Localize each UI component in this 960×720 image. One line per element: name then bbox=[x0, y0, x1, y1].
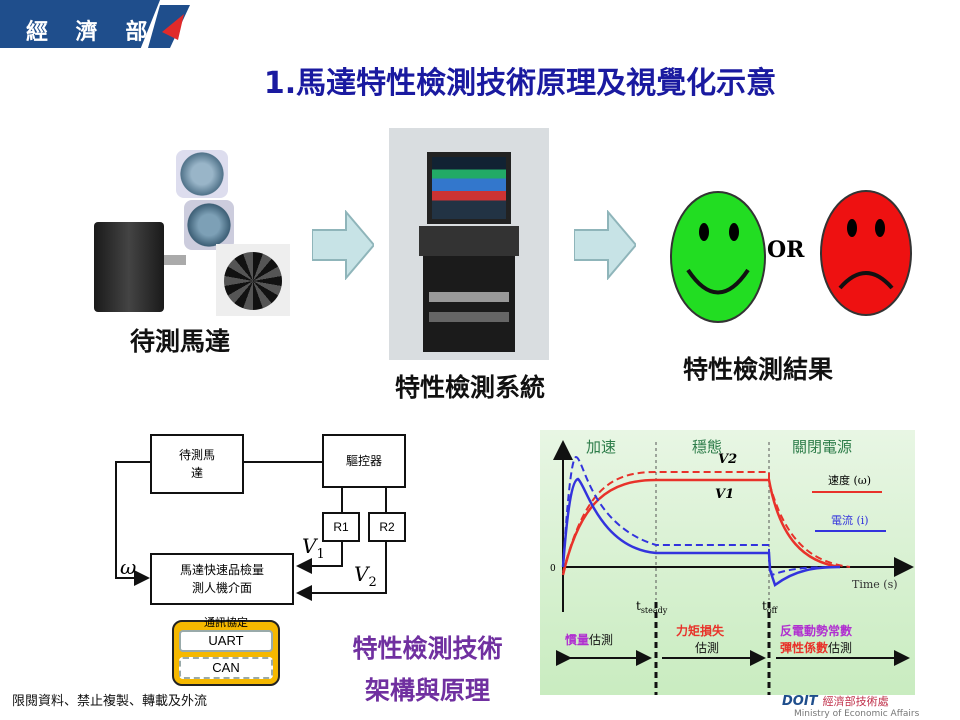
zero-label: 0 bbox=[550, 564, 556, 574]
happy-face-icon bbox=[670, 191, 766, 323]
protocol-title: 通訊協定 bbox=[204, 616, 248, 629]
driver-box: 驅控器 bbox=[322, 434, 406, 488]
right-arrow-icon bbox=[574, 210, 636, 280]
test-system-photo bbox=[389, 128, 549, 360]
legend-current: 電流 (i) bbox=[831, 513, 869, 527]
speed-v1-curve bbox=[561, 478, 841, 576]
speed-v2-curve bbox=[562, 471, 851, 573]
ministry-brand: 經 濟 部 bbox=[0, 0, 160, 48]
right-arrow-icon bbox=[312, 210, 374, 280]
confidential-notice: 限閱資料、禁止複製、轉載及外流 bbox=[12, 694, 208, 709]
resistor-r2-box: R2 bbox=[368, 512, 406, 542]
legend-speed: 速度 (ω) bbox=[828, 473, 871, 487]
motor-images bbox=[92, 140, 292, 320]
result-caption: 特性檢測結果 bbox=[683, 355, 834, 384]
or-label: OR bbox=[767, 237, 805, 263]
current-v1-curve bbox=[561, 477, 841, 588]
diagram-wires bbox=[115, 461, 387, 601]
bemf-constant-estimate: 反電動勢常數 bbox=[780, 623, 852, 638]
protocol-uart: UART bbox=[179, 630, 273, 652]
fan-image bbox=[176, 150, 228, 198]
phase-label: 關閉電源 bbox=[792, 438, 852, 456]
fan-image bbox=[184, 200, 234, 250]
phase-label: 加速 bbox=[586, 438, 616, 456]
motor-caption: 待測馬達 bbox=[130, 327, 231, 356]
torque-loss-estimate-suffix: 估測 bbox=[695, 641, 719, 655]
blower-image bbox=[216, 244, 290, 316]
v1-label: V1 bbox=[302, 534, 325, 562]
v2-curve-label: V2 bbox=[718, 452, 737, 467]
v1-curve-label: V1 bbox=[715, 487, 734, 502]
servo-motor-image bbox=[94, 222, 164, 312]
spring-constant-estimate: 彈性係數估測 bbox=[780, 640, 852, 655]
v2-label: V2 bbox=[354, 562, 377, 590]
doit-logo: DOIT 經濟部技術處 Ministry of Economic Affairs bbox=[782, 694, 920, 719]
current-v2-curve bbox=[562, 455, 841, 577]
moea-logo-icon bbox=[148, 5, 190, 48]
system-caption: 特性檢測系統 bbox=[395, 373, 546, 402]
tech-caption: 特性檢測技術架構與原理 bbox=[352, 634, 503, 705]
hmi-box: 馬達快速品檢量 測人機介面 bbox=[150, 553, 294, 605]
phase-label: 穩態 bbox=[692, 438, 722, 456]
motor-under-test-box: 待測馬 達 bbox=[150, 434, 244, 494]
sad-face-icon bbox=[820, 190, 912, 316]
omega-label: ω bbox=[120, 555, 137, 579]
protocol-can: CAN bbox=[179, 657, 273, 679]
protocol-panel: 通訊協定 UART CAN bbox=[172, 616, 280, 686]
x-axis-label: Time (s) bbox=[852, 578, 898, 591]
torque-loss-estimate: 力矩損失 bbox=[676, 623, 725, 638]
motor-response-chart: 加速 穩態 關閉電源 V2 V1 速度 (ω) 電流 (i) 0 Time (s… bbox=[540, 430, 915, 695]
page-title: 1.馬達特性檢測技術原理及視覺化示意 bbox=[263, 66, 777, 101]
inertia-estimate: 慣量估測 bbox=[564, 632, 613, 647]
resistor-r1-box: R1 bbox=[322, 512, 360, 542]
toff-label: toff bbox=[762, 599, 779, 615]
tsteady-label: tsteady bbox=[636, 599, 668, 615]
